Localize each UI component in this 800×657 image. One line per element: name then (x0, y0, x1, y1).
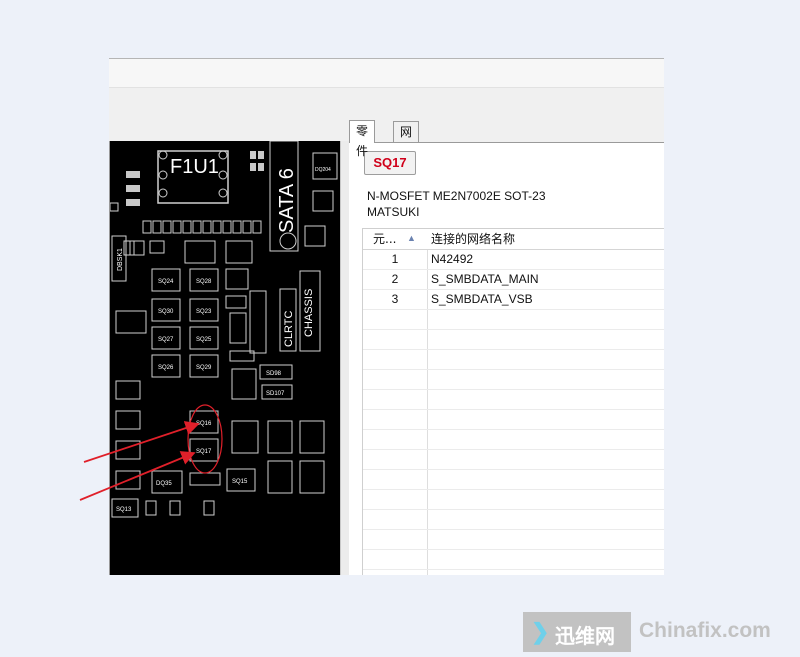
chinafix-watermark: ❯ 迅维网 Chinafix.com (523, 612, 800, 652)
empty-row (363, 490, 664, 510)
watermark-cn-text: 迅维网 (555, 624, 615, 648)
parts-tab-content: SQ17 N-MOSFET ME2N7002E SOT-23 MATSUKI 元… (349, 142, 664, 575)
part-name-button[interactable]: SQ17 (364, 151, 416, 175)
chassis-label: CHASSIS (303, 289, 315, 337)
sata-connector[interactable]: SATA 6 (269, 141, 299, 252)
row-number: 2 (391, 272, 399, 286)
empty-row (363, 310, 664, 330)
tab-parts[interactable]: 零件 (349, 120, 376, 158)
row-number: 1 (391, 252, 399, 266)
table-row[interactable]: 3 S_SMBDATA_VSB (363, 290, 664, 310)
watermark-en-text: Chinafix.com (639, 619, 771, 642)
title-bar (109, 59, 664, 88)
sq25-label: SQ25 (196, 337, 212, 343)
empty-row (363, 370, 664, 390)
application-window: F1U1 SATA 6 DQ204 (109, 58, 664, 575)
splitter[interactable] (340, 141, 349, 575)
column-header-net[interactable]: 连接的网络名称 (431, 232, 516, 246)
part-manufacturer: MATSUKI (367, 205, 420, 219)
sq27-label: SQ27 (158, 337, 174, 343)
net-grid[interactable]: 元... ▲ 连接的网络名称 1 N42492 2 S_SMBDATA_MAIN… (362, 228, 664, 575)
sq17-label: SQ17 (196, 449, 212, 455)
empty-row (363, 350, 664, 370)
net-name: N42492 (431, 252, 474, 266)
table-row[interactable]: 1 N42492 (363, 250, 664, 270)
f1u1-label: F1U1 (170, 156, 219, 178)
play-arrow-icon: ❯ (531, 619, 550, 644)
tab-network[interactable]: 网络 (393, 121, 420, 159)
sd98-label: SD98 (266, 371, 282, 377)
table-row[interactable]: 2 S_SMBDATA_MAIN (363, 270, 664, 290)
f1u1-component[interactable]: F1U1 (157, 150, 229, 204)
sq15-label: SQ15 (232, 479, 248, 485)
sq28-label: SQ28 (196, 279, 212, 285)
properties-panel: 零件 网络 SQ17 N-MOSFET ME2N7002E SOT-23 MAT… (349, 120, 664, 575)
empty-row (363, 390, 664, 410)
sq29-label: SQ29 (196, 365, 212, 371)
empty-row (363, 430, 664, 450)
sq16-label: SQ16 (196, 421, 212, 427)
sq26-label: SQ26 (158, 365, 174, 371)
pcb-board-view[interactable]: F1U1 SATA 6 DQ204 (109, 141, 340, 575)
sq24-label: SQ24 (158, 279, 174, 285)
sq23-label: SQ23 (196, 309, 212, 315)
empty-row (363, 330, 664, 350)
empty-row (363, 550, 664, 570)
svg-text:DQ204: DQ204 (315, 167, 331, 173)
net-name: S_SMBDATA_VSB (431, 292, 533, 306)
sq13-label: SQ13 (116, 507, 132, 513)
part-description: N-MOSFET ME2N7002E SOT-23 (367, 189, 546, 203)
empty-row (363, 510, 664, 530)
sq30-label: SQ30 (158, 309, 174, 315)
dq35-label: DQ35 (156, 481, 172, 487)
dbsk1-label: DBSK1 (117, 248, 124, 271)
empty-row (363, 410, 664, 430)
sort-ascending-icon[interactable]: ▲ (407, 233, 416, 243)
empty-row (363, 450, 664, 470)
sd107-label: SD107 (266, 391, 285, 397)
watermark-logo-box: ❯ 迅维网 (523, 612, 631, 652)
empty-row (363, 530, 664, 550)
row-number: 3 (391, 292, 399, 306)
empty-row (363, 470, 664, 490)
net-name: S_SMBDATA_MAIN (431, 272, 539, 286)
grid-header: 元... ▲ 连接的网络名称 (363, 229, 664, 250)
column-header-index[interactable]: 元... (373, 232, 397, 246)
sq-components[interactable]: SQ24 SQ28 SQ30 SQ23 SQ27 SQ25 SQ26 SQ29 … (111, 268, 256, 518)
sata-label: SATA 6 (276, 168, 298, 233)
clrtc-label: CLRTC (283, 310, 295, 347)
column-divider (427, 229, 428, 575)
